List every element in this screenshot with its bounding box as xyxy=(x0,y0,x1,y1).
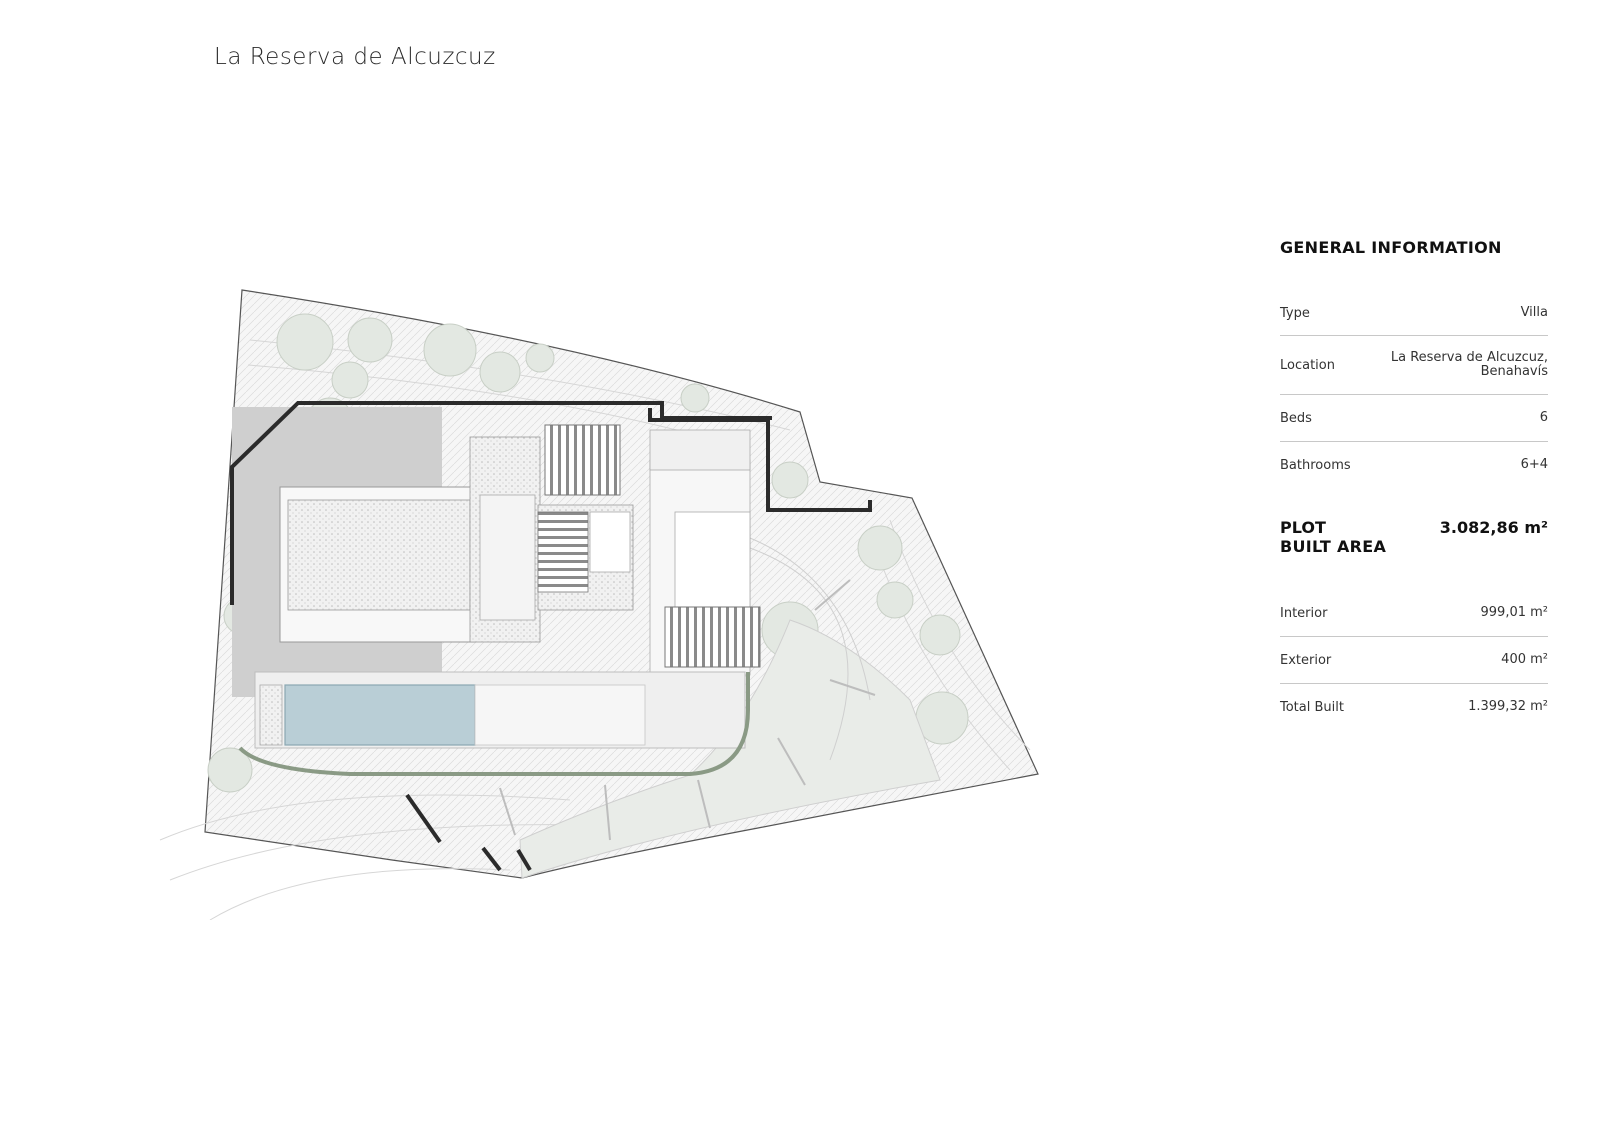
general-information-title: GENERAL INFORMATION xyxy=(1280,238,1502,257)
plot-value: 3.082,86 m² xyxy=(1439,518,1548,537)
row-exterior: Exterior 400 m² xyxy=(1280,637,1548,684)
total-built-label: Total Built xyxy=(1280,699,1344,715)
planter-edge xyxy=(238,672,750,776)
interior-label: Interior xyxy=(1280,605,1328,621)
site-plan xyxy=(159,289,1039,920)
row-beds: Beds 6 xyxy=(1280,395,1548,442)
type-value: Villa xyxy=(1520,305,1548,320)
boundary-walls xyxy=(230,401,872,872)
bathrooms-label: Bathrooms xyxy=(1280,457,1351,473)
exterior-value: 400 m² xyxy=(1501,652,1548,667)
row-location: Location La Reserva de Alcuzcuz, Benahav… xyxy=(1280,336,1548,395)
pool xyxy=(284,684,476,746)
beds-label: Beds xyxy=(1280,410,1312,426)
row-bathrooms: Bathrooms 6+4 xyxy=(1280,442,1548,488)
general-rows: Type Villa Location La Reserva de Alcuzc… xyxy=(1280,291,1548,488)
built-area-title: BUILT AREA xyxy=(1280,537,1387,556)
interior-value: 999,01 m² xyxy=(1480,605,1549,620)
location-value-line1: La Reserva de Alcuzcuz, xyxy=(1390,350,1548,365)
info-panel: GENERAL INFORMATION Type Villa Location … xyxy=(1280,238,1548,730)
total-built-value: 1.399,32 m² xyxy=(1468,699,1548,714)
row-interior: Interior 999,01 m² xyxy=(1280,590,1548,637)
location-value: La Reserva de Alcuzcuz, Benahavís xyxy=(1391,351,1548,379)
location-value-line2: Benahavís xyxy=(1480,364,1548,379)
plot-label: PLOT xyxy=(1280,518,1326,537)
exterior-label: Exterior xyxy=(1280,652,1332,668)
bathrooms-value: 6+4 xyxy=(1520,457,1548,472)
brand-title: La Reserva de Alcuzcuz xyxy=(214,44,496,70)
row-type: Type Villa xyxy=(1280,291,1548,336)
row-total-built: Total Built 1.399,32 m² xyxy=(1280,684,1548,730)
plot-row: PLOT 3.082,86 m² xyxy=(1280,518,1548,537)
beds-value: 6 xyxy=(1539,410,1548,425)
built-rows: Interior 999,01 m² Exterior 400 m² Total… xyxy=(1280,590,1548,730)
location-label: Location xyxy=(1280,357,1335,373)
type-label: Type xyxy=(1280,305,1310,321)
